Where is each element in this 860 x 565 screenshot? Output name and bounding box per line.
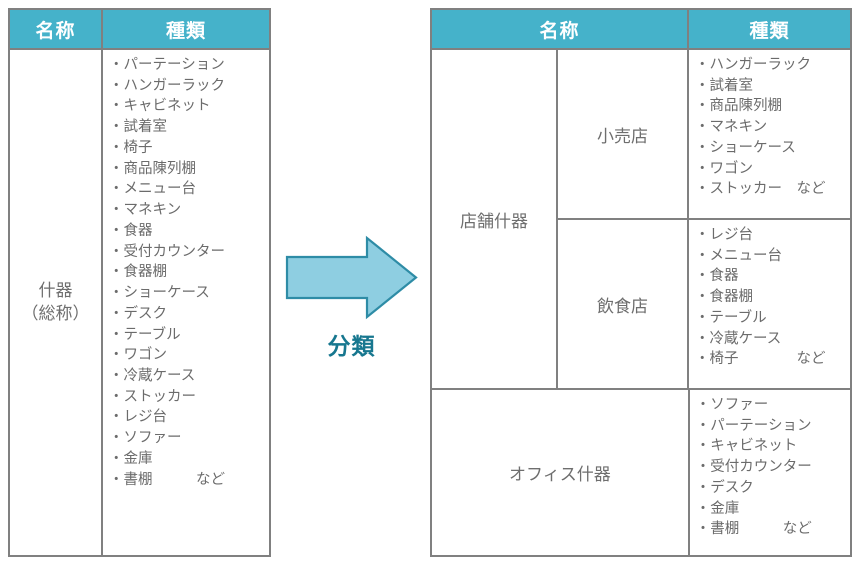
classified-table: 名称 種類 店舗什器 小売店 ・ハンガーラック・試着室・商品陳列棚・マネキン・シ… — [430, 8, 852, 557]
left-kind-item: ・デスク — [109, 305, 167, 322]
retail-kind-item: ・ハンガーラック — [695, 57, 811, 73]
group-row-store: 店舗什器 小売店 ・ハンガーラック・試着室・商品陳列棚・マネキン・ショーケース・… — [432, 50, 850, 390]
retail-kind-list: ・ハンガーラック・試着室・商品陳列棚・マネキン・ショーケース・ワゴン・ストッカー… — [689, 50, 850, 218]
left-name-cell: 什器 （総称） — [10, 50, 103, 555]
left-name-line1: 什器 — [38, 280, 73, 300]
restaurant-kind-item: ・冷蔵ケース — [695, 330, 782, 347]
office-kind-item: ・ソファー — [695, 397, 769, 413]
retail-kind-item: ・ショーケース — [695, 139, 796, 156]
left-kind-item: ・食器棚 — [109, 264, 167, 281]
office-kind-item: ・金庫 — [695, 500, 740, 517]
left-kind-item: ・ストッカー — [109, 388, 196, 405]
left-kind-item: ・キャビネット — [109, 98, 211, 115]
subgroup-row-retail: 小売店 ・ハンガーラック・試着室・商品陳列棚・マネキン・ショーケース・ワゴン・ス… — [558, 50, 850, 220]
left-kind-item: ・ワゴン — [109, 347, 167, 364]
retail-kind-item: ・ワゴン — [695, 160, 753, 177]
right-header-name: 名称 — [432, 10, 689, 50]
restaurant-kind-item: ・レジ台 — [695, 227, 753, 243]
subgroup-label-retail: 小売店 — [558, 50, 689, 218]
left-header-kind: 種類 — [103, 10, 269, 50]
retail-kind-item: ・商品陳列棚 — [695, 98, 782, 115]
restaurant-kind-item: ・椅子 など — [695, 351, 826, 368]
left-kind-item: ・ソファー — [109, 430, 182, 447]
office-kind-item: ・キャビネット — [695, 438, 798, 455]
group-label-store: 店舗什器 — [432, 50, 558, 388]
restaurant-kind-item: ・食器棚 — [695, 289, 753, 306]
left-kind-item: ・パーテーション — [109, 57, 225, 73]
restaurant-kind-item: ・テーブル — [695, 309, 767, 326]
left-kind-item: ・商品陳列棚 — [109, 160, 196, 177]
left-name-line2: （総称） — [21, 303, 90, 323]
left-kind-item: ・冷蔵ケース — [109, 368, 196, 385]
left-kind-item: ・レジ台 — [109, 409, 167, 426]
restaurant-kind-item: ・食器 — [695, 268, 739, 285]
left-kind-item: ・メニュー台 — [109, 181, 196, 198]
restaurant-kind-item: ・メニュー台 — [695, 247, 782, 264]
retail-kind-item: ・試着室 — [695, 77, 753, 94]
left-table-body-row: 什器 （総称） ・パーテーション・ハンガーラック・キャビネット・試着室・椅子・商… — [10, 50, 269, 555]
left-table-header-row: 名称 種類 — [10, 10, 269, 50]
left-kind-item: ・椅子 — [109, 139, 153, 156]
subgroup-row-restaurant: 飲食店 ・レジ台・メニュー台・食器・食器棚・テーブル・冷蔵ケース・椅子 など — [558, 220, 850, 388]
classification-arrow-group: 分類 — [285, 235, 425, 365]
left-kind-item: ・食器 — [109, 222, 153, 239]
left-kind-list: ・パーテーション・ハンガーラック・キャビネット・試着室・椅子・商品陳列棚・メニュ… — [103, 50, 269, 555]
left-kind-item: ・マネキン — [109, 202, 182, 219]
left-kind-item: ・ハンガーラック — [109, 77, 225, 94]
office-kind-list: ・ソファー・パーテーション・キャビネット・受付カウンター・デスク・金庫・書棚 な… — [690, 390, 850, 555]
left-kind-item: ・金庫 — [109, 450, 153, 467]
right-table-header-row: 名称 種類 — [432, 10, 850, 50]
classification-label: 分類 — [327, 333, 376, 359]
office-kind-item: ・パーテーション — [695, 417, 812, 434]
office-kind-item: ・書棚 など — [695, 521, 812, 538]
left-header-name: 名称 — [10, 10, 103, 50]
office-kind-item: ・受付カウンター — [695, 459, 812, 476]
store-subgroups: 小売店 ・ハンガーラック・試着室・商品陳列棚・マネキン・ショーケース・ワゴン・ス… — [558, 50, 850, 388]
restaurant-kind-list: ・レジ台・メニュー台・食器・食器棚・テーブル・冷蔵ケース・椅子 など — [689, 220, 850, 388]
right-header-kind: 種類 — [689, 10, 850, 50]
left-kind-item: ・受付カウンター — [109, 243, 225, 260]
group-row-office: オフィス什器 ・ソファー・パーテーション・キャビネット・受付カウンター・デスク・… — [432, 390, 850, 555]
group-label-office: オフィス什器 — [432, 390, 690, 555]
left-kind-item: ・書棚 など — [109, 471, 225, 488]
right-arrow-icon — [285, 235, 418, 320]
left-kind-item: ・テーブル — [109, 326, 181, 343]
left-kind-item: ・試着室 — [109, 119, 167, 136]
subgroup-label-restaurant: 飲食店 — [558, 220, 689, 388]
retail-kind-item: ・ストッカー など — [695, 181, 826, 198]
source-table: 名称 種類 什器 （総称） ・パーテーション・ハンガーラック・キャビネット・試着… — [8, 8, 271, 557]
office-kind-item: ・デスク — [695, 479, 754, 496]
left-kind-item: ・ショーケース — [109, 285, 210, 302]
retail-kind-item: ・マネキン — [695, 119, 768, 136]
